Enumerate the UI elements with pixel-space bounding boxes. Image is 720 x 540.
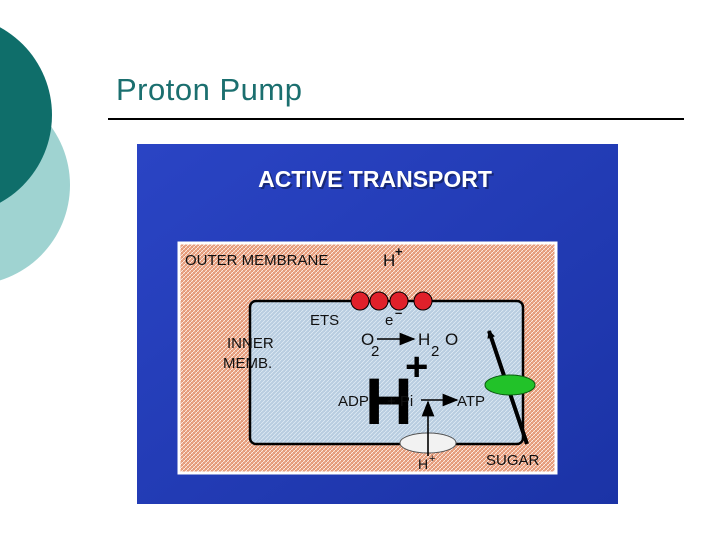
h2o-h-label: H (418, 330, 430, 349)
electron-label: e (385, 312, 393, 329)
h-plus-bottom-label: H (418, 456, 428, 472)
o2-label: O (361, 330, 374, 349)
h2o-subscript: 2 (431, 343, 439, 360)
h-plus-top-sup: + (395, 244, 403, 259)
h-plus-bottom-sup: + (429, 453, 435, 465)
dark-teal-circle (0, 27, 52, 203)
ets-carrier-4 (413, 291, 433, 311)
atp-label: ATP (457, 393, 485, 410)
active-transport-diagram: ACTIVE TRANSPORT ACTIVE TRANSPORT OUTER … (137, 144, 618, 504)
heading-shadow: ACTIVE TRANSPORT (260, 168, 494, 194)
sugar-transporter (484, 374, 536, 396)
adp-label: ADP (338, 393, 369, 410)
plus-pi-label: + Pi (387, 393, 413, 410)
electron-sup: – (395, 305, 402, 320)
sugar-label: SUGAR (486, 452, 540, 469)
ets-label: ETS (310, 312, 339, 329)
decorative-circles (0, 27, 70, 281)
ets-carrier-3 (389, 291, 409, 311)
big-plus-label: + (405, 345, 428, 389)
h2o-o-label: O (445, 330, 458, 349)
big-h-label: H (365, 364, 413, 438)
h-plus-top-label: H (383, 251, 395, 270)
o2-subscript: 2 (371, 343, 379, 360)
inner-membrane-label-2: MEMB. (223, 355, 272, 372)
title-divider (108, 118, 684, 120)
ets-carrier-2 (369, 291, 389, 311)
outer-membrane-label: OUTER MEMBRANE (185, 252, 328, 269)
diagram-heading: ACTIVE TRANSPORT (258, 166, 492, 192)
slide-title: Proton Pump (116, 72, 303, 107)
inner-membrane-label-1: INNER (227, 335, 274, 352)
ets-carrier-1 (350, 291, 370, 311)
